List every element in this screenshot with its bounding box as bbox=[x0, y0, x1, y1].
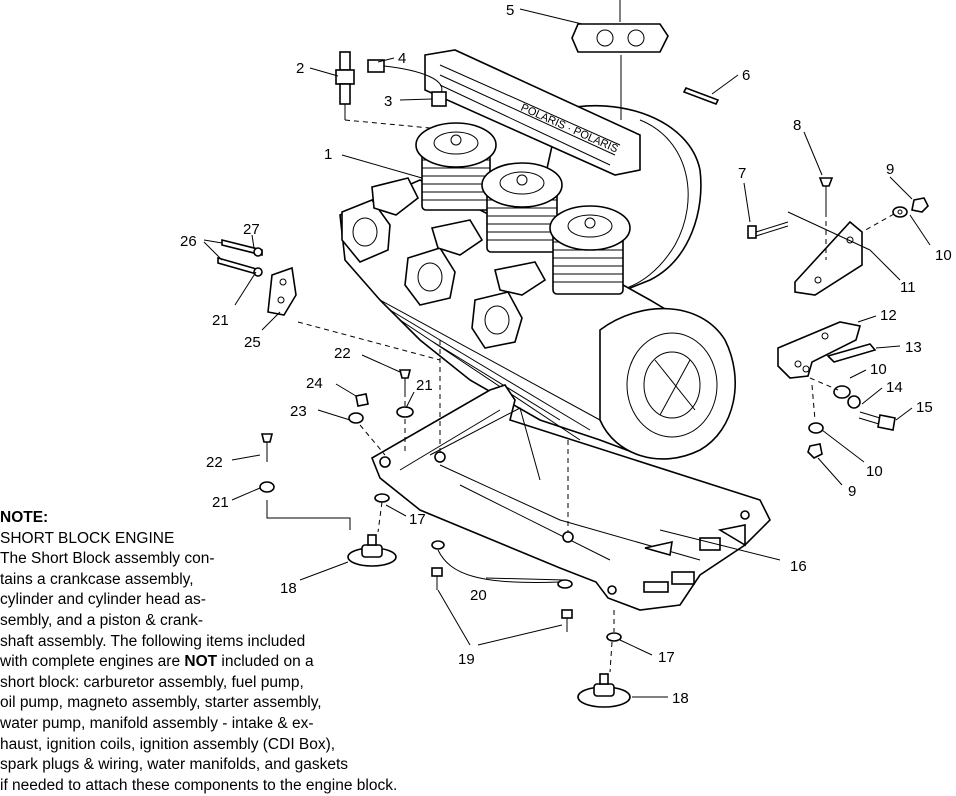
callout-8: 8 bbox=[793, 117, 801, 134]
callout-16: 16 bbox=[790, 558, 807, 575]
callout-19: 19 bbox=[458, 651, 475, 668]
callout-7: 7 bbox=[738, 165, 746, 182]
engine-block: POLARIS · POLARIS bbox=[339, 49, 736, 460]
callout-13: 13 bbox=[905, 339, 922, 356]
callout-5: 5 bbox=[506, 2, 514, 19]
bolt-19-left bbox=[431, 567, 443, 590]
spark-plug bbox=[335, 51, 431, 129]
callout-21-center: 21 bbox=[416, 377, 433, 394]
note-line-4: sembly, and a piston & crank- bbox=[0, 611, 204, 629]
callout-27: 27 bbox=[243, 221, 260, 238]
note-line-6-pre: with complete engines are bbox=[0, 653, 185, 671]
bolt-8 bbox=[818, 177, 834, 260]
note-line-6-post: included on a bbox=[217, 653, 314, 671]
leader-lines bbox=[203, 8, 931, 698]
callout-2: 2 bbox=[296, 60, 304, 77]
note-emphasis-not: NOT bbox=[184, 653, 218, 671]
callout-12: 12 bbox=[880, 307, 897, 324]
callout-21-lower: 21 bbox=[212, 494, 229, 511]
note-line-5: shaft assembly. The following items incl… bbox=[0, 632, 306, 650]
note-line-6: with complete engines are NOT included o… bbox=[0, 652, 480, 673]
right-bracket-lower bbox=[777, 321, 862, 379]
bolt-15 bbox=[858, 411, 896, 431]
center-hardware bbox=[348, 369, 414, 456]
callout-labels: 1 2 3 4 5 6 7 8 9 10 11 12 13 10 14 15 1… bbox=[180, 2, 952, 707]
callout-10-top: 10 bbox=[935, 247, 952, 264]
cylinder-1 bbox=[415, 122, 497, 211]
callout-6: 6 bbox=[742, 67, 750, 84]
callout-9-top: 9 bbox=[886, 161, 894, 178]
left-bracket bbox=[217, 238, 297, 316]
note-line-12: if needed to attach these components to … bbox=[0, 776, 398, 794]
note-line-11: spark plugs & wiring, water manifolds, a… bbox=[0, 756, 349, 774]
callout-22-center: 22 bbox=[334, 345, 351, 362]
callout-20: 20 bbox=[470, 587, 487, 604]
right-bracket-upper bbox=[794, 220, 863, 296]
engine-mount-plate bbox=[370, 384, 771, 611]
note-line-8: oil pump, magneto assembly, starter asse… bbox=[0, 694, 322, 712]
callout-26: 26 bbox=[180, 233, 197, 250]
callout-4: 4 bbox=[398, 50, 406, 67]
note-line-7: short block: carburetor assembly, fuel p… bbox=[0, 673, 304, 691]
callout-9-bottom: 9 bbox=[848, 483, 856, 500]
callout-23: 23 bbox=[290, 403, 307, 420]
callout-17-top: 17 bbox=[409, 511, 426, 528]
callout-10-mid: 10 bbox=[870, 361, 887, 378]
short-block-note: NOTE: SHORT BLOCK ENGINE The Short Block… bbox=[0, 508, 480, 796]
intake-flanges bbox=[341, 177, 547, 349]
note-line-1: The Short Block assembly con- bbox=[0, 550, 215, 568]
callout-11: 11 bbox=[900, 279, 916, 296]
callout-15: 15 bbox=[916, 399, 933, 416]
head-gasket bbox=[571, 23, 669, 53]
temp-sensor bbox=[367, 59, 447, 107]
note-line-3: cylinder and cylinder head as- bbox=[0, 591, 206, 609]
cylinder-3 bbox=[549, 205, 631, 295]
callout-1: 1 bbox=[324, 146, 332, 163]
engine-mount-right bbox=[577, 673, 631, 708]
callout-25: 25 bbox=[244, 334, 261, 351]
engine-mount-left bbox=[347, 534, 397, 567]
cylinder-2 bbox=[481, 162, 563, 253]
nut-9-top bbox=[892, 197, 929, 218]
bolt-19-right bbox=[561, 609, 573, 632]
callout-21-left: 21 bbox=[212, 312, 229, 329]
bolt-7 bbox=[747, 221, 789, 239]
note-title: NOTE: bbox=[0, 509, 49, 526]
callout-14: 14 bbox=[886, 379, 903, 396]
bolt-22-lower bbox=[259, 433, 275, 493]
callout-3: 3 bbox=[384, 93, 392, 110]
callout-18-right: 18 bbox=[672, 690, 689, 707]
note-heading: SHORT BLOCK ENGINE bbox=[0, 529, 175, 547]
note-line-10: haust, ignition coils, ignition assembly… bbox=[0, 735, 336, 753]
callout-10-bottom: 10 bbox=[866, 463, 883, 480]
note-line-2: tains a crankcase assembly, bbox=[0, 570, 194, 588]
callout-22-lower: 22 bbox=[206, 454, 223, 471]
callout-17-bottom: 17 bbox=[658, 649, 675, 666]
callout-18-left: 18 bbox=[280, 580, 297, 597]
callout-24: 24 bbox=[306, 375, 323, 392]
note-line-9: water pump, manifold assembly - intake &… bbox=[0, 714, 314, 732]
